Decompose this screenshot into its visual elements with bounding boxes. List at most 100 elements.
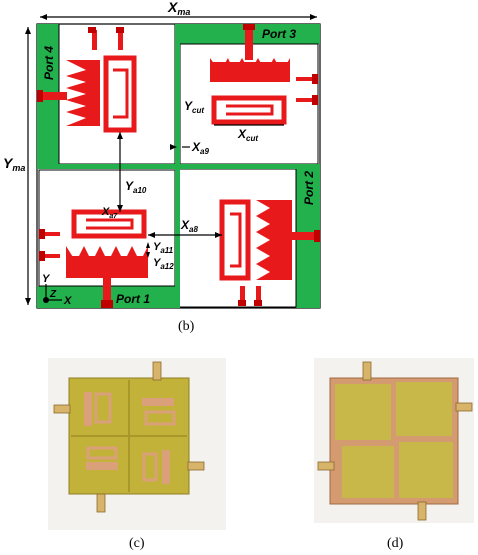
axis-label-z: Z [49,289,57,300]
port-labels: Port 1 Port 2 Port 3 Port 4 [42,27,316,306]
copper-ring [144,410,176,426]
filter-bottom-left [39,209,148,308]
sma-connector-right [455,402,473,412]
resonator-ring [219,199,251,281]
arrow-head [25,27,31,34]
resonator-ring [103,55,137,133]
pad-cap [116,27,124,33]
pad-cap [39,251,45,261]
resonator-inner [113,68,129,119]
substrate-window [396,382,452,436]
label-yma: Yma [3,155,25,173]
arrow-head [25,298,31,305]
pad [296,98,314,102]
coordinate-axes: Y Z X [42,273,72,307]
sma-connector-right [187,461,205,471]
arrow-heads [25,14,317,305]
pad-cap [312,95,318,105]
copper-stub [86,462,118,470]
pad-cap [39,229,45,239]
pad [42,232,60,236]
label-ycut: Ycut [184,99,204,115]
sma-connectors [53,361,205,513]
axis-label-x: X [63,295,72,307]
resonator-inner [226,104,274,116]
label-port3: Port 3 [262,27,296,41]
arrow-head [146,242,150,248]
photo-back: (d) [314,358,474,551]
label-port4: Port 4 [42,46,56,80]
pad [92,30,97,50]
port3-connector [243,24,255,30]
sma-connector-left [317,461,335,471]
dimension-labels: Xma Yma Xa9 Ya10 Xa8 Ya11 Ya12 Ycut Xcut… [3,0,258,271]
copper-stub [84,392,92,426]
label-ya11: Ya11 [153,241,174,255]
substrate-window [342,446,394,498]
caption-d: (d) [387,536,404,550]
pad [42,254,60,258]
copper-ring [94,392,112,424]
pad [240,286,245,304]
label-port2: Port 2 [302,171,316,205]
label-xma: Xma [167,0,190,17]
label-xa8: Xa8 [180,218,198,234]
label-xcut: Xcut [237,127,258,143]
pad-cap [254,300,262,306]
copper-stub [162,450,170,484]
arrow-head [117,132,123,139]
filter-top-left [37,27,137,133]
resonator-ring [71,209,147,239]
caption-c: (c) [129,536,145,550]
photo-front: (c) [48,358,226,551]
stub-body [68,256,146,270]
feed-line [245,24,253,60]
feed-line [290,232,320,240]
pad-cap [88,27,96,33]
arrow-head [40,14,47,20]
filter-top-right [210,24,318,125]
filter-bottom-right [219,199,320,306]
stub-body [86,60,100,126]
arrow-head [148,232,155,238]
axis-label-y: Y [42,273,51,285]
pad-cap [312,74,318,84]
layout-diagram: Xma Yma Xa9 Ya10 Xa8 Ya11 Ya12 Ycut Xcut… [3,0,321,334]
sma-connectors [317,361,473,521]
copper-patterns [84,392,176,484]
copper-ring [142,452,158,482]
pad [256,286,261,304]
pad [118,30,123,50]
copper-stub [142,398,174,406]
caption-b: (b) [178,319,195,334]
feed-line [103,270,111,308]
arrow-head [215,232,222,238]
ground-sliver-horizontal [37,164,320,169]
pad [296,77,314,81]
resonator-inner [230,212,242,268]
stub-body [270,200,290,280]
resonator-inner [86,218,134,230]
label-xa7: Xa7 [101,206,118,220]
sma-connector-left [53,404,71,414]
arrow-head [170,144,177,150]
port4-connector [37,90,43,102]
substrate-window [399,442,453,498]
z-axis-dot [43,297,49,303]
copper-ring [86,446,118,460]
label-ya12: Ya12 [153,257,174,271]
dimension-arrows [27,16,317,305]
feed-line [37,92,67,100]
arrow-head [146,252,150,258]
label-ya10: Ya10 [125,179,147,195]
port1-connector [101,300,113,308]
resonator-ring [211,95,287,125]
stub-body [212,62,288,76]
pad-cap [238,300,246,306]
port2-connector [314,230,320,242]
label-port1: Port 1 [116,292,150,306]
sma-connector-bottom [96,493,106,513]
label-xa9: Xa9 [191,140,209,156]
sma-connector-top [362,361,372,381]
